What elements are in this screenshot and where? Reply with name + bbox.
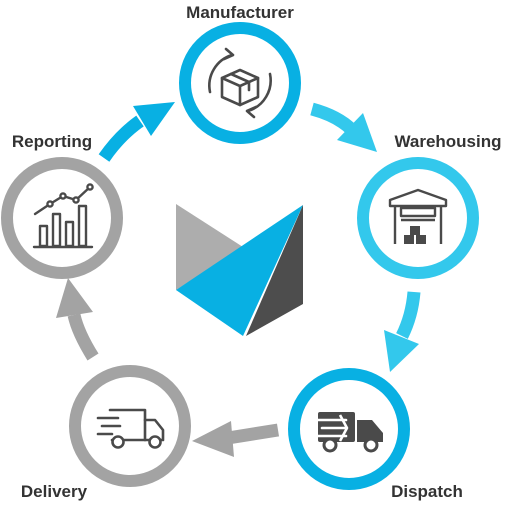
arrow-warehousing-to-dispatch <box>384 291 421 372</box>
node-warehousing: Warehousing <box>357 132 502 279</box>
brand-logo-icon <box>176 204 303 336</box>
arrow-reporting-to-manufacturer <box>98 102 175 162</box>
node-dispatch: Dispatch <box>288 368 463 501</box>
node-reporting: Reporting <box>1 132 123 279</box>
node-label-delivery: Delivery <box>21 482 88 501</box>
delivery-truck-icon <box>96 408 165 449</box>
dispatch-truck-icon <box>314 412 383 453</box>
bar-chart-icon <box>32 183 94 249</box>
node-label-warehousing: Warehousing <box>394 132 501 151</box>
node-label-dispatch: Dispatch <box>391 482 463 501</box>
node-label-manufacturer: Manufacturer <box>186 3 294 22</box>
box-cycle-icon <box>208 47 272 119</box>
arrow-manufacturer-to-warehousing <box>310 102 377 152</box>
cycle-arrows <box>56 102 421 457</box>
arrow-dispatch-to-delivery <box>192 421 280 457</box>
node-manufacturer: Manufacturer <box>179 3 301 144</box>
arrow-delivery-to-reporting <box>56 278 99 361</box>
warehouse-icon <box>388 188 448 244</box>
node-delivery: Delivery <box>21 365 191 501</box>
node-label-reporting: Reporting <box>12 132 92 151</box>
